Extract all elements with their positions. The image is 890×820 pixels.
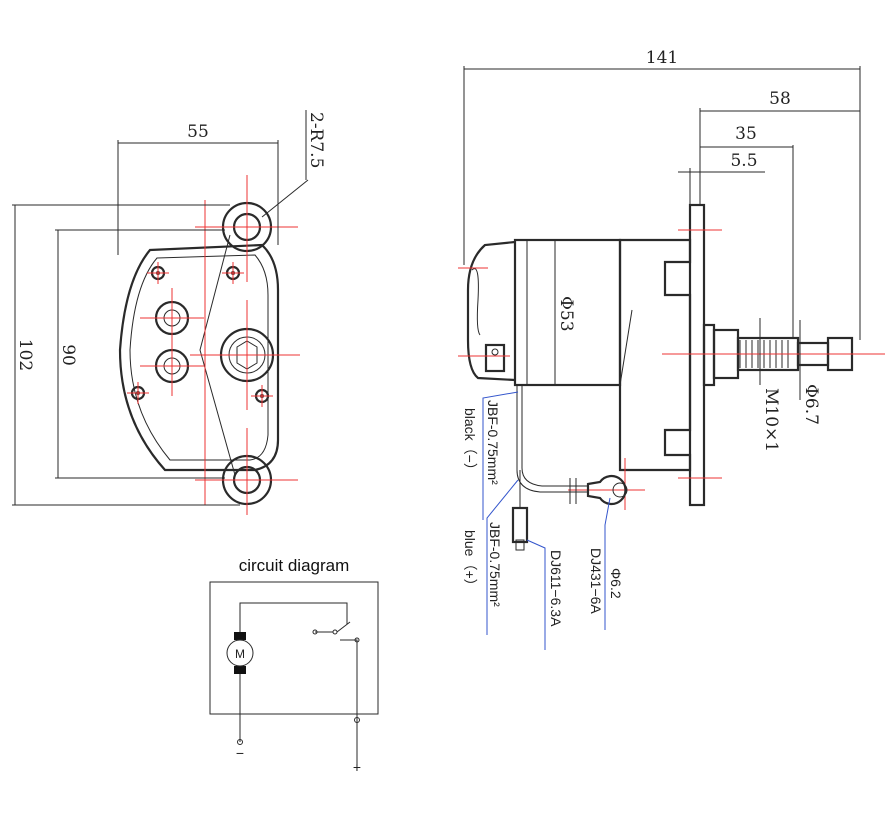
terminal-spec: DJ431−6A: [588, 548, 604, 614]
terminal-minus: −: [236, 745, 244, 761]
dim-radius-label: 2-R7.5: [306, 112, 326, 168]
dim-58-label: 58: [769, 89, 791, 109]
motor-brush-bottom: [234, 666, 246, 674]
terminal-hole: Φ6.2: [608, 568, 624, 599]
dimension-90: 90: [55, 229, 225, 479]
motor-brush-top: [234, 632, 246, 640]
plate-wedge: [199, 234, 236, 476]
housing-bevel: [619, 309, 633, 386]
circuit-frame: [209, 581, 379, 715]
motor-symbol: [226, 639, 254, 667]
spade-connector: [511, 506, 529, 544]
side-view: 141 58 35 5.5 Φ53 M10×1 Φ6.7: [458, 48, 885, 650]
gear-housing: [618, 238, 692, 472]
callout-terminal: Φ6.2 DJ431−6A: [588, 497, 624, 630]
dim-102-label: 102: [15, 339, 35, 371]
dimension-diameter-53: Φ53: [554, 240, 576, 385]
dimension-35: 35: [700, 124, 794, 338]
callout-black-wire: JBF-0.75mm² black（−）: [462, 391, 519, 520]
motor-label: M: [235, 647, 245, 661]
blue-wire-spec: JBF-0.75mm²: [487, 522, 503, 607]
dimension-radius: 2-R7.5: [261, 110, 326, 218]
dimension-5-5: 5.5: [678, 151, 765, 205]
terminal-plus: +: [353, 759, 361, 775]
dim-diameter-53-label: Φ53: [556, 296, 576, 332]
switch-contact: [336, 621, 351, 633]
dimension-shaft-diameter: Φ6.7: [799, 320, 821, 425]
dim-55-label: 55: [187, 122, 209, 142]
dim-90-label: 90: [58, 344, 78, 366]
side-view-centerlines: [458, 229, 885, 510]
motor-rear-ribs: [471, 268, 481, 336]
black-wire-color: black（−）: [462, 408, 478, 477]
dim-5-5-label: 5.5: [730, 151, 757, 171]
plate-outline: [118, 243, 280, 472]
blue-wire-color: blue（+）: [462, 530, 478, 593]
dimension-102: 102: [12, 204, 240, 506]
dimension-58: 58: [699, 89, 860, 205]
motor-rear-cap: [466, 240, 516, 382]
plate-inner-outline: [129, 254, 269, 461]
callout-connector: DJ611−6.3A: [526, 539, 564, 650]
circuit-title: circuit diagram: [239, 556, 350, 575]
black-wire-spec: JBF-0.75mm²: [485, 400, 501, 485]
rear-terminal: [484, 343, 506, 373]
dim-shaft-label: Φ6.7: [801, 384, 821, 425]
front-view: 55 102 90 2-R7.5: [12, 110, 326, 515]
connector-spec: DJ611−6.3A: [548, 550, 564, 627]
shaft-nut: [702, 323, 716, 387]
dimension-141: 141: [463, 48, 861, 340]
ring-terminal: [586, 474, 627, 506]
circuit-diagram: circuit diagram M − +: [209, 556, 379, 775]
dim-141-label: 141: [646, 48, 678, 68]
dimension-55: 55: [117, 122, 279, 255]
mount-flange: [688, 203, 706, 507]
dimension-thread: M10×1: [759, 318, 781, 452]
dim-thread-label: M10×1: [761, 388, 781, 452]
front-view-centerlines: [127, 175, 300, 515]
callout-blue-wire: JBF-0.75mm² blue（+）: [462, 479, 519, 635]
dim-35-label: 35: [735, 124, 757, 144]
wire-harness: [516, 385, 588, 493]
